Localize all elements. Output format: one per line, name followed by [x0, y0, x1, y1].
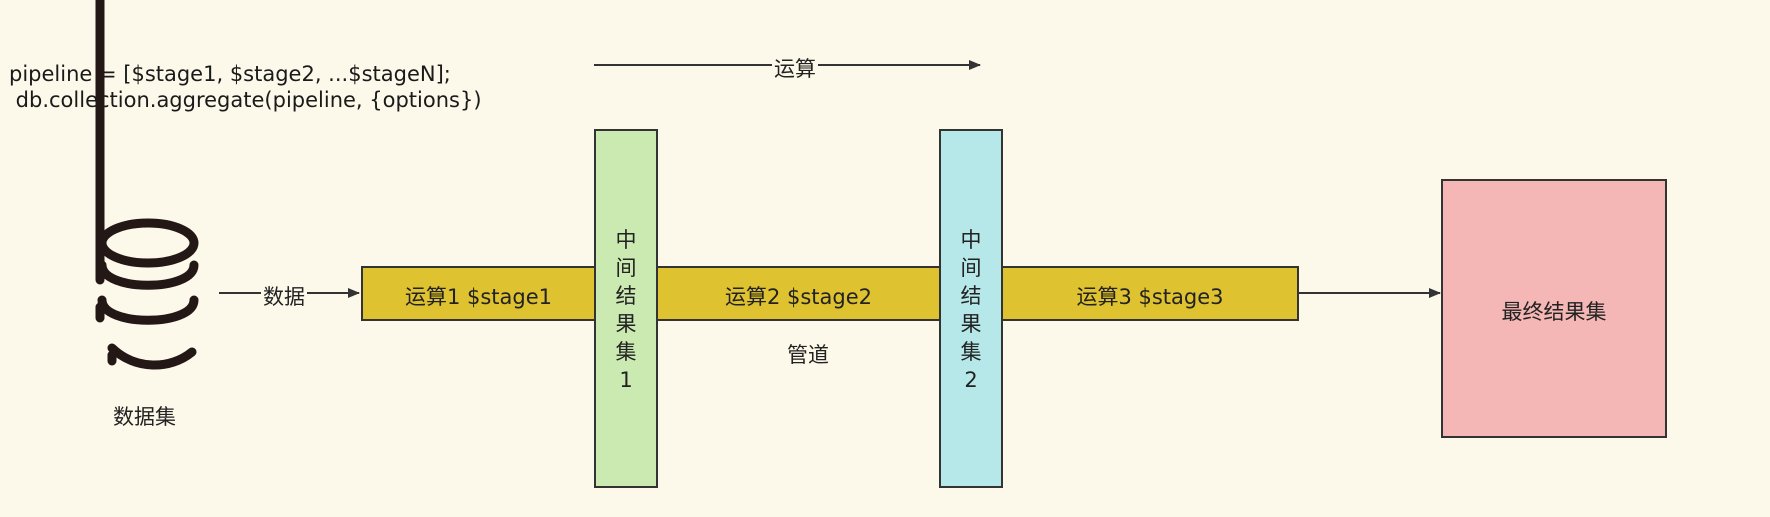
intermediate-2-char: 结: [960, 284, 982, 308]
database-icon: [95, 0, 199, 370]
intermediate-result-2: [939, 129, 1003, 488]
intermediate-1-char: 间: [615, 256, 637, 280]
intermediate-1-char: 集: [615, 340, 637, 364]
intermediate-result-1-label: 中 间 结 果 集 1: [594, 226, 658, 394]
stage-label-3: 运算3 $stage3: [1076, 285, 1224, 309]
code-pipeline-line: pipeline = [$stage1, $stage2, ...$stageN…: [9, 62, 451, 86]
intermediate-2-char: 间: [960, 256, 982, 280]
stage-box-3: [1001, 266, 1299, 321]
stage-box-1: [361, 266, 596, 321]
intermediate-2-char: 果: [960, 312, 982, 336]
flow-arrow-label: 运算: [772, 53, 818, 83]
final-result-label: 最终结果集: [1501, 300, 1607, 324]
stage-label-2: 运算2 $stage2: [724, 285, 873, 309]
intermediate-1-char: 1: [619, 368, 633, 392]
data-arrow-label: 数据: [261, 281, 307, 311]
pipeline-label: 管道: [787, 343, 829, 367]
intermediate-1-char: 果: [615, 312, 637, 336]
intermediate-2-char: 中: [960, 228, 982, 252]
intermediate-2-char: 2: [964, 368, 978, 392]
stage-label-1: 运算1 $stage1: [404, 285, 553, 309]
intermediate-1-char: 结: [615, 284, 637, 308]
intermediate-result-2-label: 中 间 结 果 集 2: [939, 226, 1003, 394]
intermediate-2-char: 集: [960, 340, 982, 364]
code-aggregate-line: db.collection.aggregate(pipeline, {optio…: [9, 88, 482, 112]
dataset-label: 数据集: [113, 405, 176, 429]
intermediate-1-char: 中: [615, 228, 637, 252]
intermediate-result-1: [594, 129, 658, 488]
final-result-box: [1441, 179, 1667, 438]
